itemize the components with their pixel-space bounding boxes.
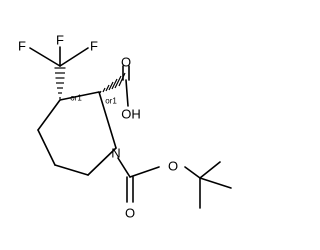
bond-cf3-f-left [29,47,61,67]
bond-c5-c4 [37,129,56,166]
bond-c3-c2 [59,91,100,101]
bond-c6-c5 [54,164,89,176]
bond-c-o-ester [129,166,160,178]
bond-o-tbu [184,166,201,179]
atom-o-ester: O [168,159,178,174]
atom-n-ring: N [111,146,120,161]
bond-c-oh [125,79,129,107]
stereo-label-c3: or1 [70,94,82,103]
bond-n-c-boc [117,157,131,178]
bond-cf3-f-right [59,47,89,67]
bond-n-c6 [87,147,117,176]
atom-o-carbonyl-acid: O [121,55,131,70]
bond-c4-c3 [37,99,61,131]
bond-c2-n [98,91,117,149]
atom-f-top: F [56,33,64,48]
atom-f-right: F [90,39,98,54]
chemical-structure: F F F O OH N O O or1 or1 [18,33,232,221]
stereo-label-c2: or1 [105,97,117,106]
atom-f-left: F [18,39,26,54]
bond-tbu-me-top [199,161,221,179]
bond-tbu-me-right [199,177,232,189]
hashed-wedge-c3-cf3 [54,67,66,99]
hashed-wedge-c2-cooh [99,72,126,94]
atom-oh-acid: OH [121,107,141,122]
atom-o-carbonyl-boc: O [125,206,135,221]
